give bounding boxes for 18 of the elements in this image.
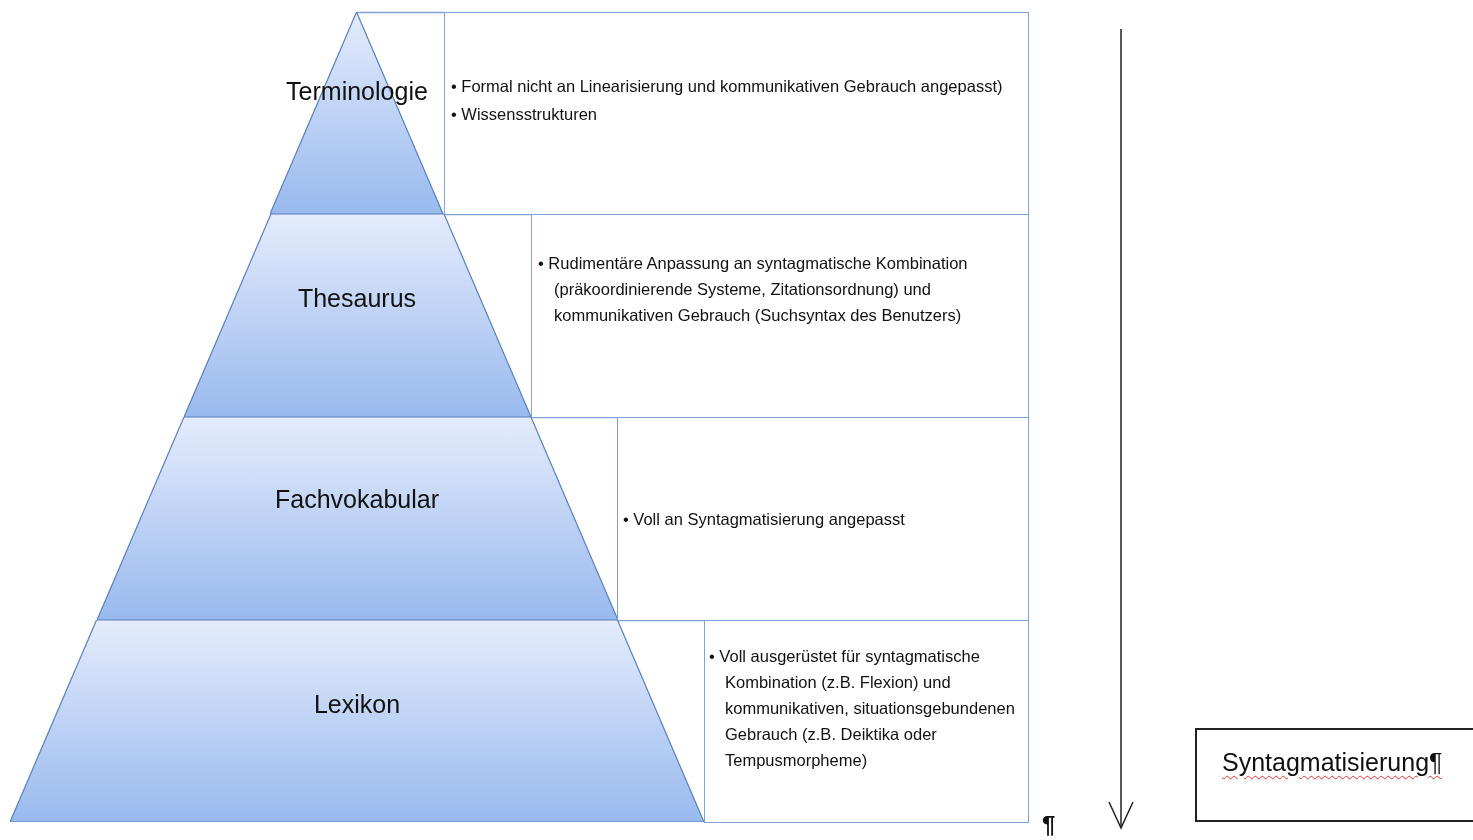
description-box [443,12,1029,215]
bullet-text: • Wissensstrukturen [451,104,599,125]
description-box [704,620,1029,823]
pyramid-level [10,620,704,822]
level-title: Thesaurus [296,284,418,313]
paragraph-mark: ¶ [1042,812,1056,838]
pyramid-level [96,417,618,620]
bullet-text: • Rudimentäre Anpassung an syntagmatische Kombination (präkoordinierende Systeme, Zitationsordnung) und kommunikativen Gebrauch (Suchsyntax des Benutzers) [538,253,969,326]
description-box [617,417,1029,621]
bullet-text: • Voll an Syntagmatisierung angepasst [623,509,906,530]
description-box [530,214,1029,418]
level-title: Terminologie [285,77,429,106]
box-label: Syntagmatisierung¶ [1222,748,1443,777]
level-title: Fachvokabular [274,485,440,514]
level-title: Lexikon [312,690,402,719]
bullet-text: • Formal nicht an Linearisierung und kommunikativen Gebrauch angepasst) [451,76,1004,97]
text-box [1195,728,1473,822]
bullet-text: • Voll ausgerüstet für syntagmatische Kombination (z.B. Flexion) und kommunikativen, situationsgebundenen Gebrauch (z.B. Deiktika oder Tempusmorpheme) [709,646,1016,771]
